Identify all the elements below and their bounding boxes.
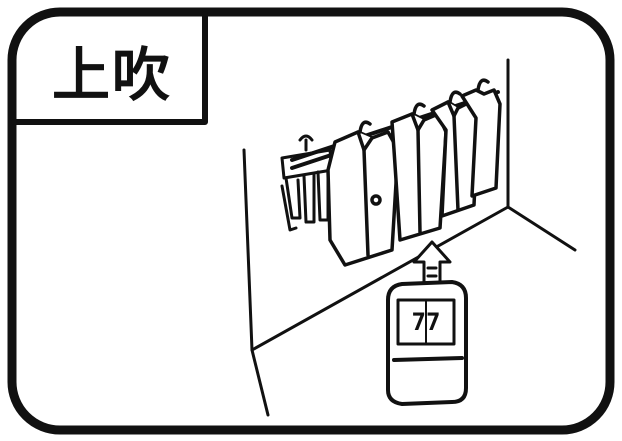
- small-clothes-hanger: [282, 136, 332, 230]
- mode-label: 上吹: [22, 24, 202, 116]
- hanging-shirts: [328, 80, 500, 265]
- dehumidifier-display: 77: [400, 304, 452, 340]
- dehumidifier: [388, 282, 466, 404]
